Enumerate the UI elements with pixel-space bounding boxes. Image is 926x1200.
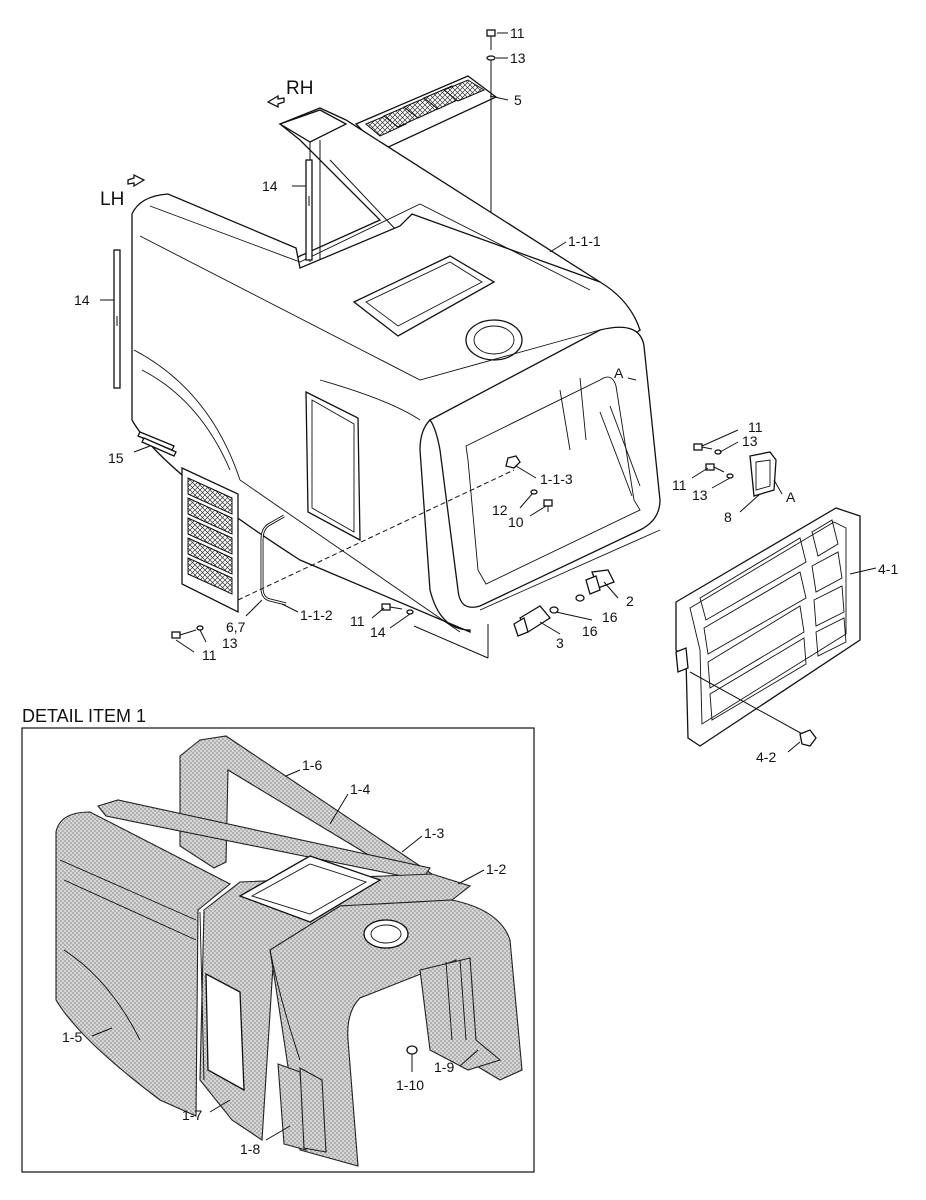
bushing-16-right <box>575 594 585 602</box>
callout-13-right-lower: 13 <box>692 487 708 503</box>
callout-11-top: 11 <box>510 25 525 41</box>
callout-16: 16 <box>582 623 598 639</box>
detail-title: DETAIL ITEM 1 <box>22 706 146 726</box>
detail-cover-assembly <box>55 735 523 1167</box>
lh-direction-arrow-icon <box>127 173 146 188</box>
bolt-11-bottom-left <box>171 625 204 639</box>
bolt-part-4-2 <box>799 729 817 747</box>
callout-1-7: 1-7 <box>182 1107 202 1123</box>
callout-A-upper: A <box>614 365 624 381</box>
callout-15: 15 <box>108 450 124 466</box>
leader-lines-upper <box>100 32 877 753</box>
callout-A-right: A <box>786 489 796 505</box>
callout-11-bottom-middle: 11 <box>350 613 365 629</box>
callout-1-4: 1-4 <box>350 781 370 797</box>
callout-5: 5 <box>514 92 522 108</box>
callout-12: 12 <box>492 502 508 518</box>
callout-1-2: 1-2 <box>486 861 506 877</box>
callout-1-6: 1-6 <box>302 757 322 773</box>
washer-12 <box>530 489 538 495</box>
callout-16-second: 16 <box>602 609 618 625</box>
callout-1-9: 1-9 <box>434 1059 454 1075</box>
side-grille-part-6-7 <box>181 466 239 614</box>
hinge-part-8 <box>749 451 777 497</box>
bolt-11-top <box>486 29 496 282</box>
lh-direction-label: LH <box>100 189 124 210</box>
callout-1-3: 1-3 <box>424 825 444 841</box>
callout-8: 8 <box>724 509 732 525</box>
callout-13-right-upper: 13 <box>742 433 758 449</box>
detail-item-1-frame <box>21 727 535 1173</box>
callout-1-10: 1-10 <box>396 1077 424 1093</box>
callout-2: 2 <box>626 593 634 609</box>
top-grille-part-5 <box>354 75 498 151</box>
front-grille-part-4-1 <box>675 507 861 747</box>
callout-1-1-2: 1-1-2 <box>300 607 333 623</box>
callout-4-2: 4-2 <box>756 749 776 765</box>
callout-3: 3 <box>556 635 564 651</box>
nut-part-1-1-3 <box>505 455 521 469</box>
callout-13-bottom-left: 13 <box>222 635 238 651</box>
latch-part-2 <box>585 569 615 595</box>
leader-lines-detail <box>91 769 485 1141</box>
bolt-11-right-lower <box>705 463 734 479</box>
callout-14-bottom-middle: 14 <box>370 624 386 640</box>
callout-11-bottom-left: 11 <box>202 647 217 663</box>
bushing-16-left <box>549 606 559 614</box>
callout-11-right-lower: 11 <box>672 477 687 493</box>
rh-direction-arrow-icon <box>266 94 285 109</box>
callout-10: 10 <box>508 514 524 530</box>
callout-1-1-3: 1-1-3 <box>540 471 573 487</box>
callout-6-7: 6,7 <box>226 619 246 635</box>
handle-part-1-1-2 <box>260 514 287 606</box>
cover-body-part-1-1-1 <box>131 107 661 633</box>
callout-4-1: 4-1 <box>878 561 898 577</box>
callout-14-top: 14 <box>262 178 278 194</box>
callout-1-8: 1-8 <box>240 1141 260 1157</box>
callout-14-left: 14 <box>74 292 90 308</box>
alignment-line <box>237 469 515 601</box>
seal-strip-14-upper <box>305 159 313 261</box>
callout-13-top: 13 <box>510 50 526 66</box>
rh-direction-label: RH <box>286 78 313 99</box>
callout-1-1-1: 1-1-1 <box>568 233 601 249</box>
strip-part-15 <box>137 431 177 457</box>
latch-part-3 <box>513 605 551 637</box>
callout-1-5: 1-5 <box>62 1029 82 1045</box>
seal-strip-14-left <box>113 249 121 389</box>
bolt-10 <box>543 499 553 512</box>
bolt-11-right-upper <box>693 443 722 455</box>
callout-11-right-upper: 11 <box>748 419 763 435</box>
